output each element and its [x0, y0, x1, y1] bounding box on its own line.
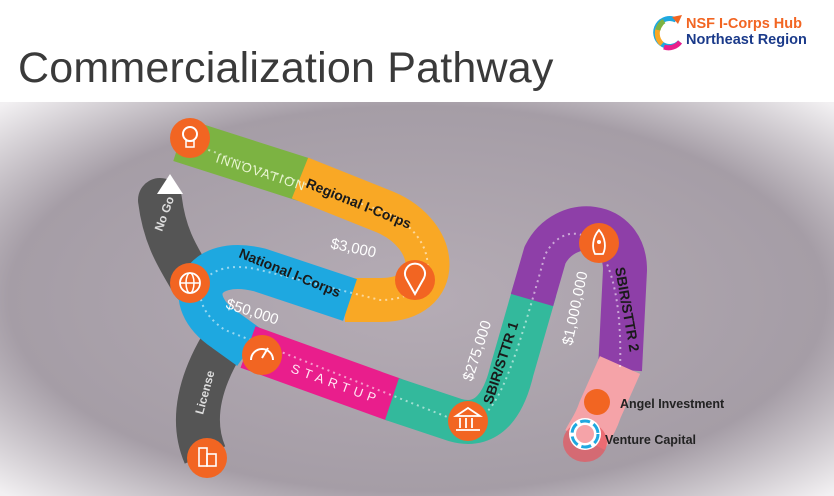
venture-capital-label: Venture Capital: [605, 433, 696, 447]
road-center-line: [179, 139, 622, 423]
logo-mark-icon: [653, 15, 683, 51]
venture-capital-marker: [563, 418, 607, 462]
arrow-up-icon: [157, 174, 183, 194]
rocket-icon: [579, 223, 619, 263]
bank-icon: [448, 401, 488, 441]
pin-icon: [395, 260, 435, 300]
angel-investment-label: Angel Investment: [620, 397, 725, 411]
globe-icon: [170, 263, 210, 303]
building-icon: [187, 438, 227, 478]
logo-line-1: NSF I-Corps Hub: [686, 16, 802, 32]
lightbulb-icon: [170, 118, 210, 158]
page-title: Commercialization Pathway: [18, 44, 554, 92]
nsf-logo: NSF I-Corps Hub Northeast Region: [652, 10, 827, 60]
pathway-diagram: INNOVATION Regional I-Corps National I-C…: [0, 102, 834, 496]
gauge-icon: [242, 335, 282, 375]
angel-investment-marker: [584, 389, 610, 415]
logo-line-2: Northeast Region: [686, 32, 807, 48]
